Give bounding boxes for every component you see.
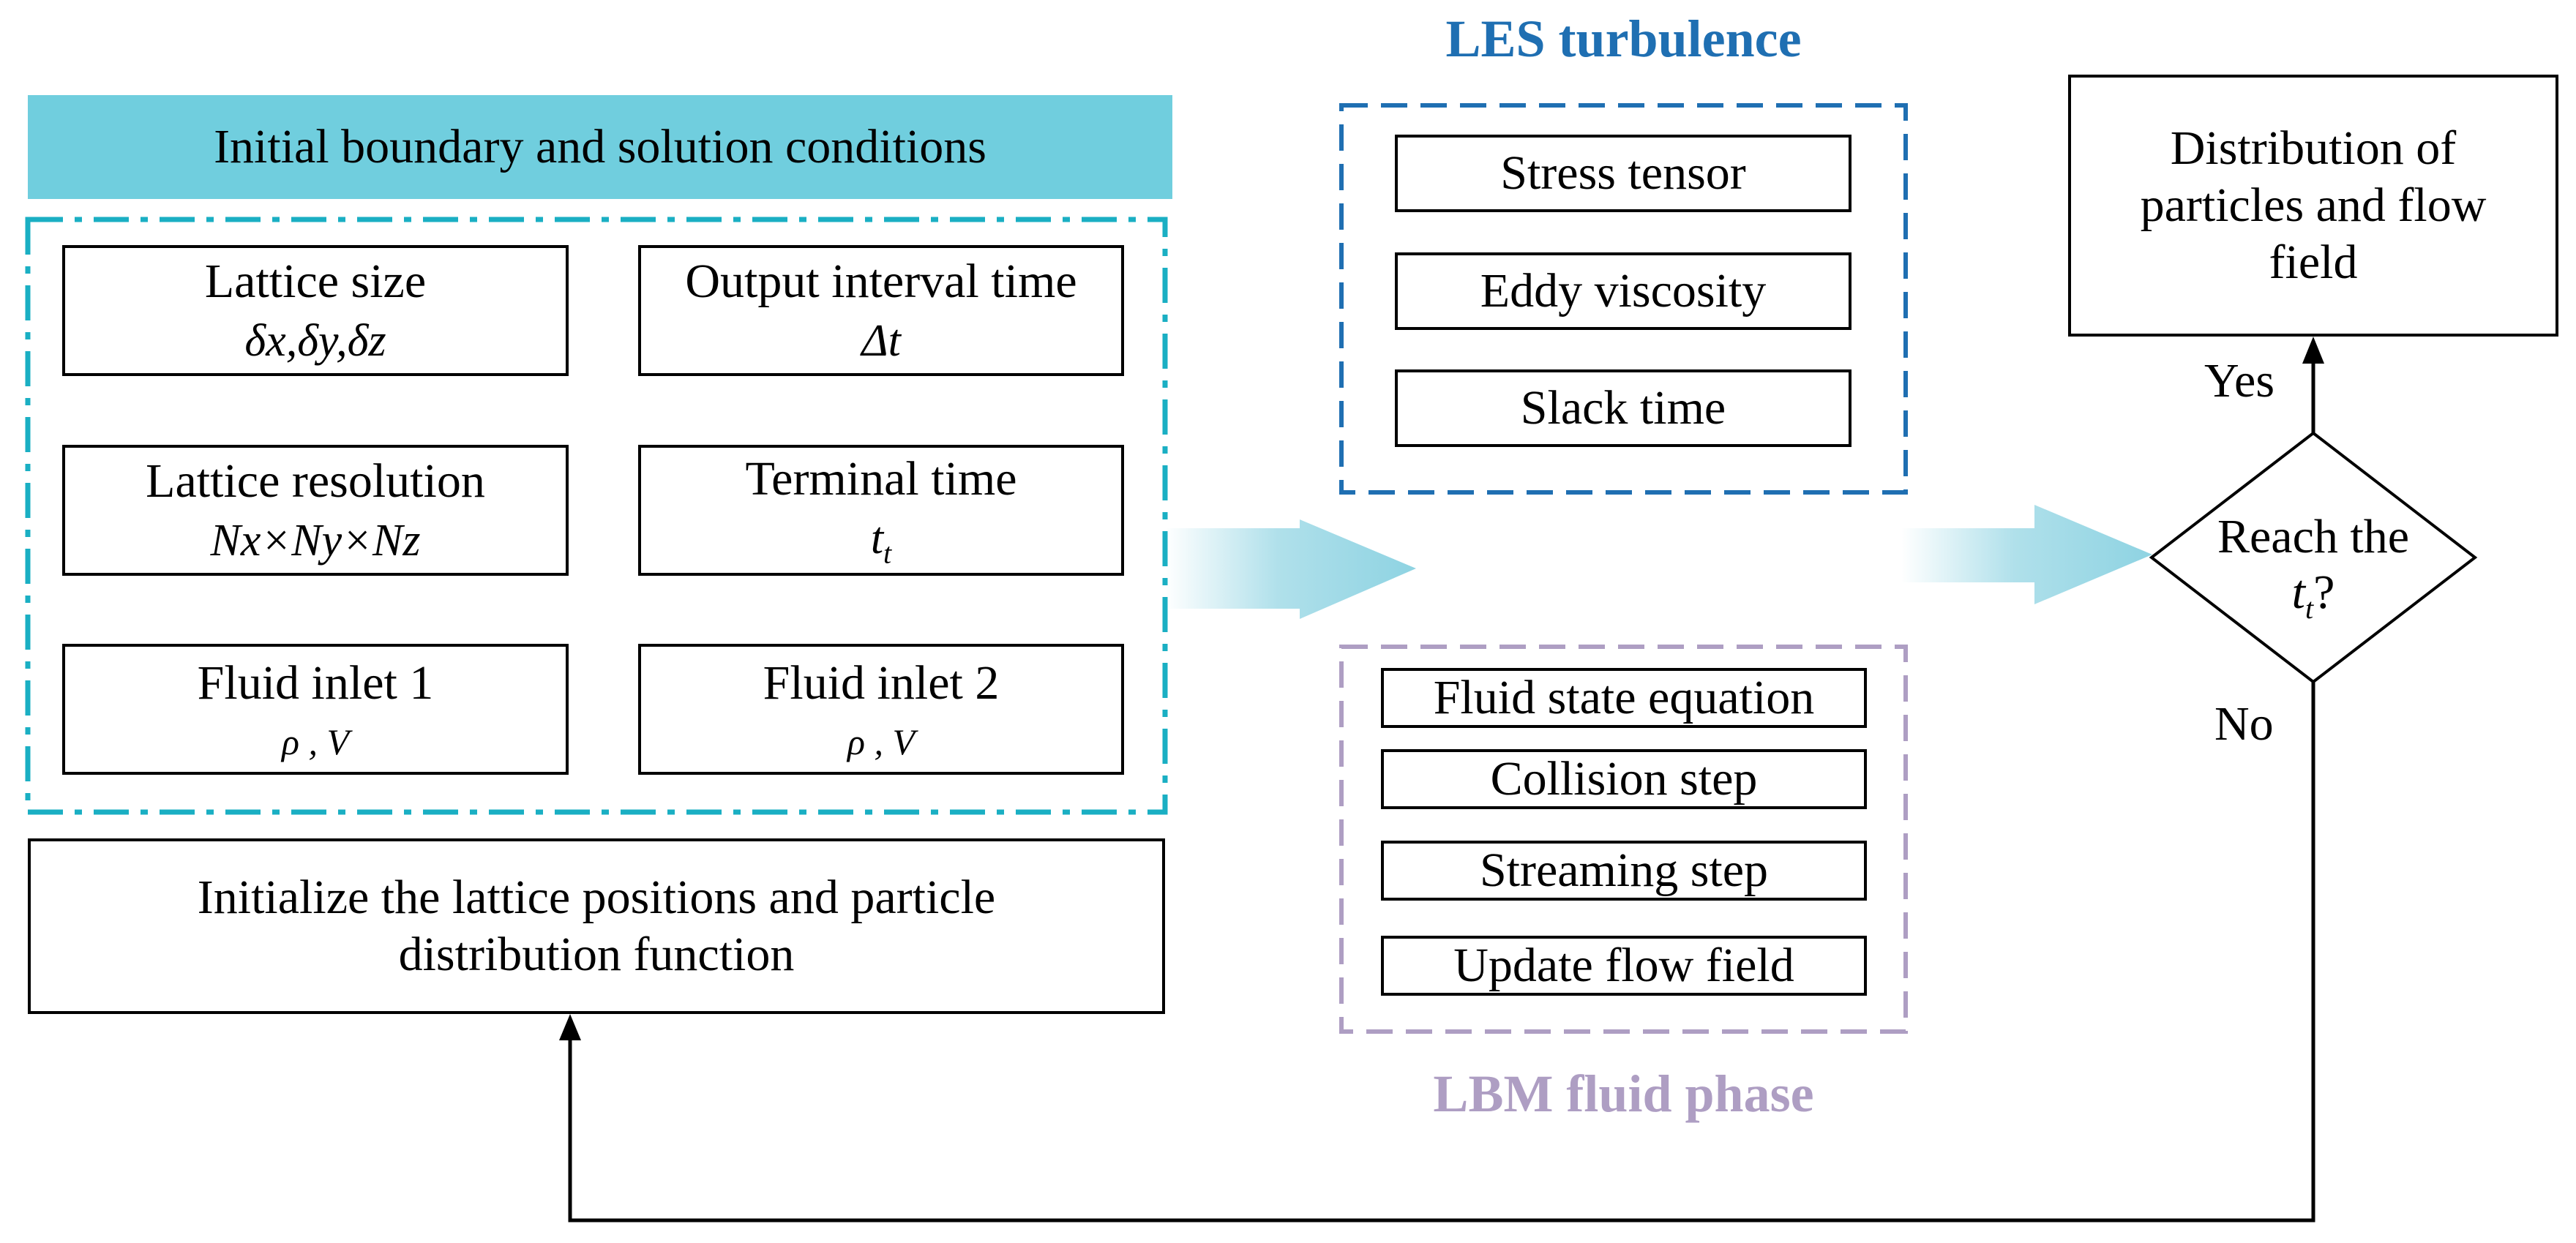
no-arrowhead [559,1014,581,1040]
les-item-label: Stress tensor [1500,146,1746,200]
output-box: Distribution of particles and flow field [2068,75,2558,337]
lattice-size-box: Lattice size δx,δy,δz [62,245,569,376]
lbm-item-label: Update flow field [1453,939,1794,993]
initialize-line-2: distribution function [398,928,795,981]
terminal-time-box: Terminal time tt [638,445,1124,576]
fluid-inlet-1-box: Fluid inlet 1 ρ , V [62,644,569,775]
lbm-item-streaming-step: Streaming step [1381,841,1867,901]
fluid-inlet-2-box: Fluid inlet 2 ρ , V [638,644,1124,775]
initial-conditions-banner: Initial boundary and solution conditions [28,95,1172,199]
output-interval-box: Output interval time Δt [638,245,1124,376]
initialize-line-1: Initialize the lattice positions and par… [197,871,996,925]
yes-arrowhead [2302,337,2324,364]
lbm-item-label: Collision step [1490,752,1758,806]
initial-conditions-title: Initial boundary and solution conditions [214,120,986,173]
fluid-inlet-2-value: ρ , V [847,721,916,762]
fluid-inlet-1-value: ρ , V [281,721,350,762]
lbm-item-label: Streaming step [1479,844,1769,898]
decision-var-subscript: t [2304,592,2314,626]
les-title: LES turbulence [1445,10,1802,68]
les-item-stress-tensor: Stress tensor [1395,135,1852,212]
initial-conditions-frame [25,217,1168,815]
decision-suffix: ? [2313,566,2335,619]
flow-arrow-1 [1165,519,1416,619]
terminal-time-label: Terminal time [745,451,1017,506]
lbm-title: LBM fluid phase [1433,1064,1814,1123]
output-line-3: field [2269,235,2358,289]
fluid-inlet-2-label: Fluid inlet 2 [763,656,1000,710]
lbm-item-fluid-state-equation: Fluid state equation [1381,668,1867,728]
decision-question: Reach the [2217,510,2410,563]
terminal-time-value: tt [871,512,891,571]
les-item-label: Eddy viscosity [1480,264,1767,318]
no-loop-line [568,682,2315,1223]
les-frame [1339,103,1908,495]
lattice-size-label: Lattice size [204,254,427,308]
les-item-slack-time: Slack time [1395,369,1852,447]
lattice-resolution-box: Lattice resolution Nx×Ny×Nz [62,445,569,576]
output-interval-label: Output interval time [685,254,1077,308]
lattice-resolution-label: Lattice resolution [146,454,485,508]
decision-variable: tt? [2292,565,2335,626]
output-line-1: Distribution of [2170,121,2457,176]
flow-arrow-2 [1901,505,2152,604]
lattice-size-value: δx,δy,δz [244,315,386,366]
lbm-frame [1339,645,1908,1034]
decision-var: t [2291,566,2305,619]
lbm-item-collision-step: Collision step [1381,749,1867,809]
lattice-resolution-value: Nx×Ny×Nz [210,515,421,566]
les-item-eddy-viscosity: Eddy viscosity [1395,252,1852,330]
decision-text: Reach the tt? [2166,509,2460,626]
terminal-time-subscript: t [883,536,892,570]
output-line-2: particles and flow [2140,179,2487,233]
les-item-label: Slack time [1520,381,1726,435]
lbm-item-label: Fluid state equation [1433,671,1815,725]
no-label: No [2214,697,2274,751]
initialize-box: Initialize the lattice positions and par… [28,838,1165,1014]
terminal-time-var: t [870,513,884,563]
output-interval-value: Δt [861,315,901,366]
yes-label: Yes [2204,354,2275,408]
fluid-inlet-1-label: Fluid inlet 1 [197,656,434,710]
lbm-item-update-flow-field: Update flow field [1381,936,1867,996]
